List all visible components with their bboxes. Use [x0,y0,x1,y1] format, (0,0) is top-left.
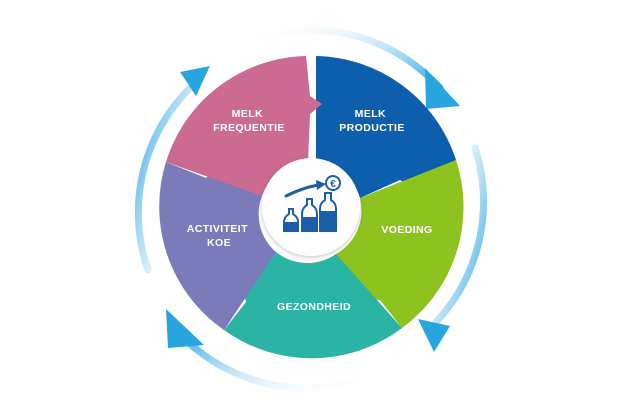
center-hub: € [262,158,360,256]
milk-bottles-euro-growth-icon: € [283,175,341,232]
euro-coin-icon [325,175,341,191]
segment-activiteit-koe-shape [159,162,276,330]
segment-activiteit-koe: ACTIVITEIT KOE [159,162,276,330]
segment-gezondheid: GEZONDHEID [224,252,402,359]
cycle-arc-top-right [258,26,444,92]
segment-melk-productie-shape [316,56,456,198]
milk-bottle-large-fill [321,211,335,230]
segment-gezondheid-label: GEZONDHEID [277,301,351,313]
euro-symbol: € [330,179,336,190]
cycle-arc-left [134,84,194,274]
cycle-arrowhead-bottom-left-icon [166,309,204,348]
segment-melk-productie: MELK PRODUCTIE [316,56,456,198]
milk-bottle-medium-fill [303,217,316,230]
cycle-arrowhead-bottom-right-icon [418,319,450,352]
cycle-segments: MELK PRODUCTIE VOEDING GEZONDHEID ACTIVI… [159,56,464,359]
segment-gezondheid-shape [224,252,402,359]
cycle-arc-right [432,144,487,326]
cycle-arrowhead-top-left-icon [180,66,210,96]
cycle-arc-bottom-left [172,326,364,392]
segment-voeding: VOEDING [336,160,464,328]
segment-melk-frequentie: MELK FREQUENTIE [166,56,322,196]
milk-bottle-small-fill [285,222,297,230]
segment-melk-productie-label: MELK PRODUCTIE [339,108,404,134]
segment-melk-frequentie-label: MELK FREQUENTIE [213,108,285,134]
segment-melk-frequentie-shape [166,56,322,196]
cycle-arrows [134,26,487,392]
segment-activiteit-koe-label: ACTIVITEIT KOE [187,223,252,249]
segment-voeding-shape [336,160,464,328]
growth-arrow-icon [284,183,320,198]
segment-voeding-label: VOEDING [381,224,432,236]
growth-arrowhead-icon [316,180,326,190]
cycle-arrowhead-top-right-icon [425,68,460,109]
